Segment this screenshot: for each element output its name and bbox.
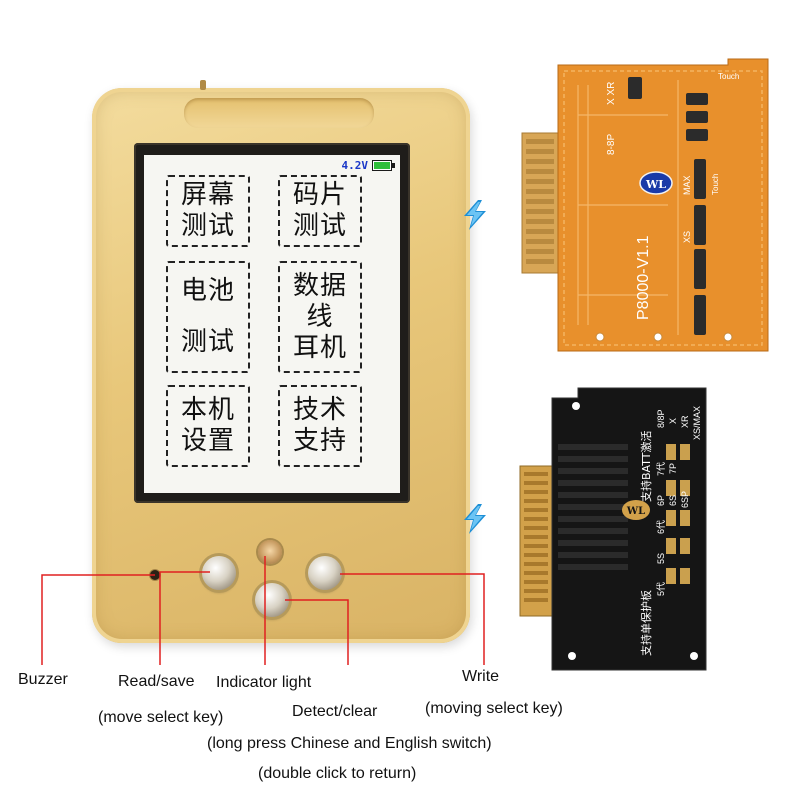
board-touch-1: Touch xyxy=(718,72,739,81)
indicator-light-label: Indicator light xyxy=(216,674,312,691)
model-label: X xyxy=(668,418,678,424)
screen-bezel: 4.2V 屏幕 测试 码片 测试 电池 测试 数据 线 耳机 本机 xyxy=(134,143,410,503)
tile-line: 线 xyxy=(306,301,334,332)
model-label: 5S xyxy=(656,553,666,564)
tile-line: 屏幕 xyxy=(180,180,235,210)
double-click-label: (double click to return) xyxy=(258,765,417,782)
tile-line: 码片 xyxy=(292,180,347,210)
antenna xyxy=(200,80,206,90)
model-label: 7代 xyxy=(656,462,666,476)
board-max: MAX xyxy=(682,175,692,195)
board-p8: 8-8P xyxy=(606,134,617,155)
voltage-readout: 4.2V xyxy=(341,159,369,172)
model-label: 6P xyxy=(656,495,666,506)
tile-line: 设置 xyxy=(180,426,235,456)
model-label: 7P xyxy=(668,463,678,474)
buzzer-label: Buzzer xyxy=(18,671,68,688)
long-press-label: (long press Chinese and English switch) xyxy=(207,735,492,752)
board-title: 支持BATT激活 xyxy=(639,431,653,502)
moving-select-label: (moving select key) xyxy=(425,700,563,717)
device-screen: 4.2V 屏幕 测试 码片 测试 电池 测试 数据 线 耳机 本机 xyxy=(144,155,400,493)
model-label: 8/8P xyxy=(656,409,666,428)
model-label: 6S xyxy=(668,495,678,506)
read-save-button[interactable] xyxy=(202,556,236,590)
model-label: 6SP xyxy=(680,491,690,508)
tile-line: 支持 xyxy=(292,426,347,456)
indicator-light xyxy=(258,540,282,564)
orange-adapter-board: WL P8000-V1.1 X XR 8-8P MAX XS Touch Tou… xyxy=(521,58,769,352)
battery-icon xyxy=(372,160,395,171)
buzzer-hole xyxy=(150,570,160,580)
tile-line: 耳机 xyxy=(292,332,347,363)
board-brand: WL xyxy=(645,178,666,191)
tile-line: 测试 xyxy=(292,211,347,241)
menu-tile-tech-support[interactable]: 技术 支持 xyxy=(278,385,362,467)
tile-line: 本机 xyxy=(180,395,235,425)
top-slot xyxy=(184,98,374,128)
board-bottom-text: 支持单保护板 xyxy=(639,590,653,656)
menu-tile-chip-test[interactable]: 码片 测试 xyxy=(278,175,362,247)
tile-line: 电池 xyxy=(180,276,235,306)
lightning-bolt-icon xyxy=(464,200,486,230)
board-title: P8000-V1.1 xyxy=(635,235,652,320)
menu-tile-battery-test[interactable]: 电池 测试 xyxy=(166,261,250,373)
move-select-label: (move select key) xyxy=(98,709,224,726)
lightning-bolt-icon xyxy=(464,504,486,534)
detect-clear-button[interactable] xyxy=(255,583,289,617)
black-battery-board: WL 支持BATT激活 支持单保护板 8/8P X XR XS/MAX 7代 7… xyxy=(519,387,707,671)
menu-tile-device-settings[interactable]: 本机 设置 xyxy=(166,385,250,467)
read-save-label: Read/save xyxy=(118,673,195,690)
model-label: XR xyxy=(680,415,690,428)
board-touch-2: Touch xyxy=(711,174,720,195)
tester-device: 4.2V 屏幕 测试 码片 测试 电池 测试 数据 线 耳机 本机 xyxy=(92,80,470,643)
model-label: 5代 xyxy=(656,582,666,596)
tile-line: 测试 xyxy=(180,211,235,241)
board-brand: WL xyxy=(626,506,645,517)
status-bar: 4.2V xyxy=(341,159,395,172)
model-label: XS/MAX xyxy=(692,406,702,440)
detect-clear-label: Detect/clear xyxy=(292,703,378,720)
write-label: Write xyxy=(462,668,500,685)
tile-line: 数据 xyxy=(292,270,347,301)
write-button[interactable] xyxy=(308,556,342,590)
menu-tile-data-cable[interactable]: 数据 线 耳机 xyxy=(278,261,362,373)
board-xr: X XR xyxy=(606,82,617,105)
tile-line: 测试 xyxy=(180,327,235,357)
model-label: 6代 xyxy=(656,520,666,534)
menu-tile-screen-test[interactable]: 屏幕 测试 xyxy=(166,175,250,247)
board-xs: XS xyxy=(682,231,692,243)
tile-line: 技术 xyxy=(292,395,347,425)
